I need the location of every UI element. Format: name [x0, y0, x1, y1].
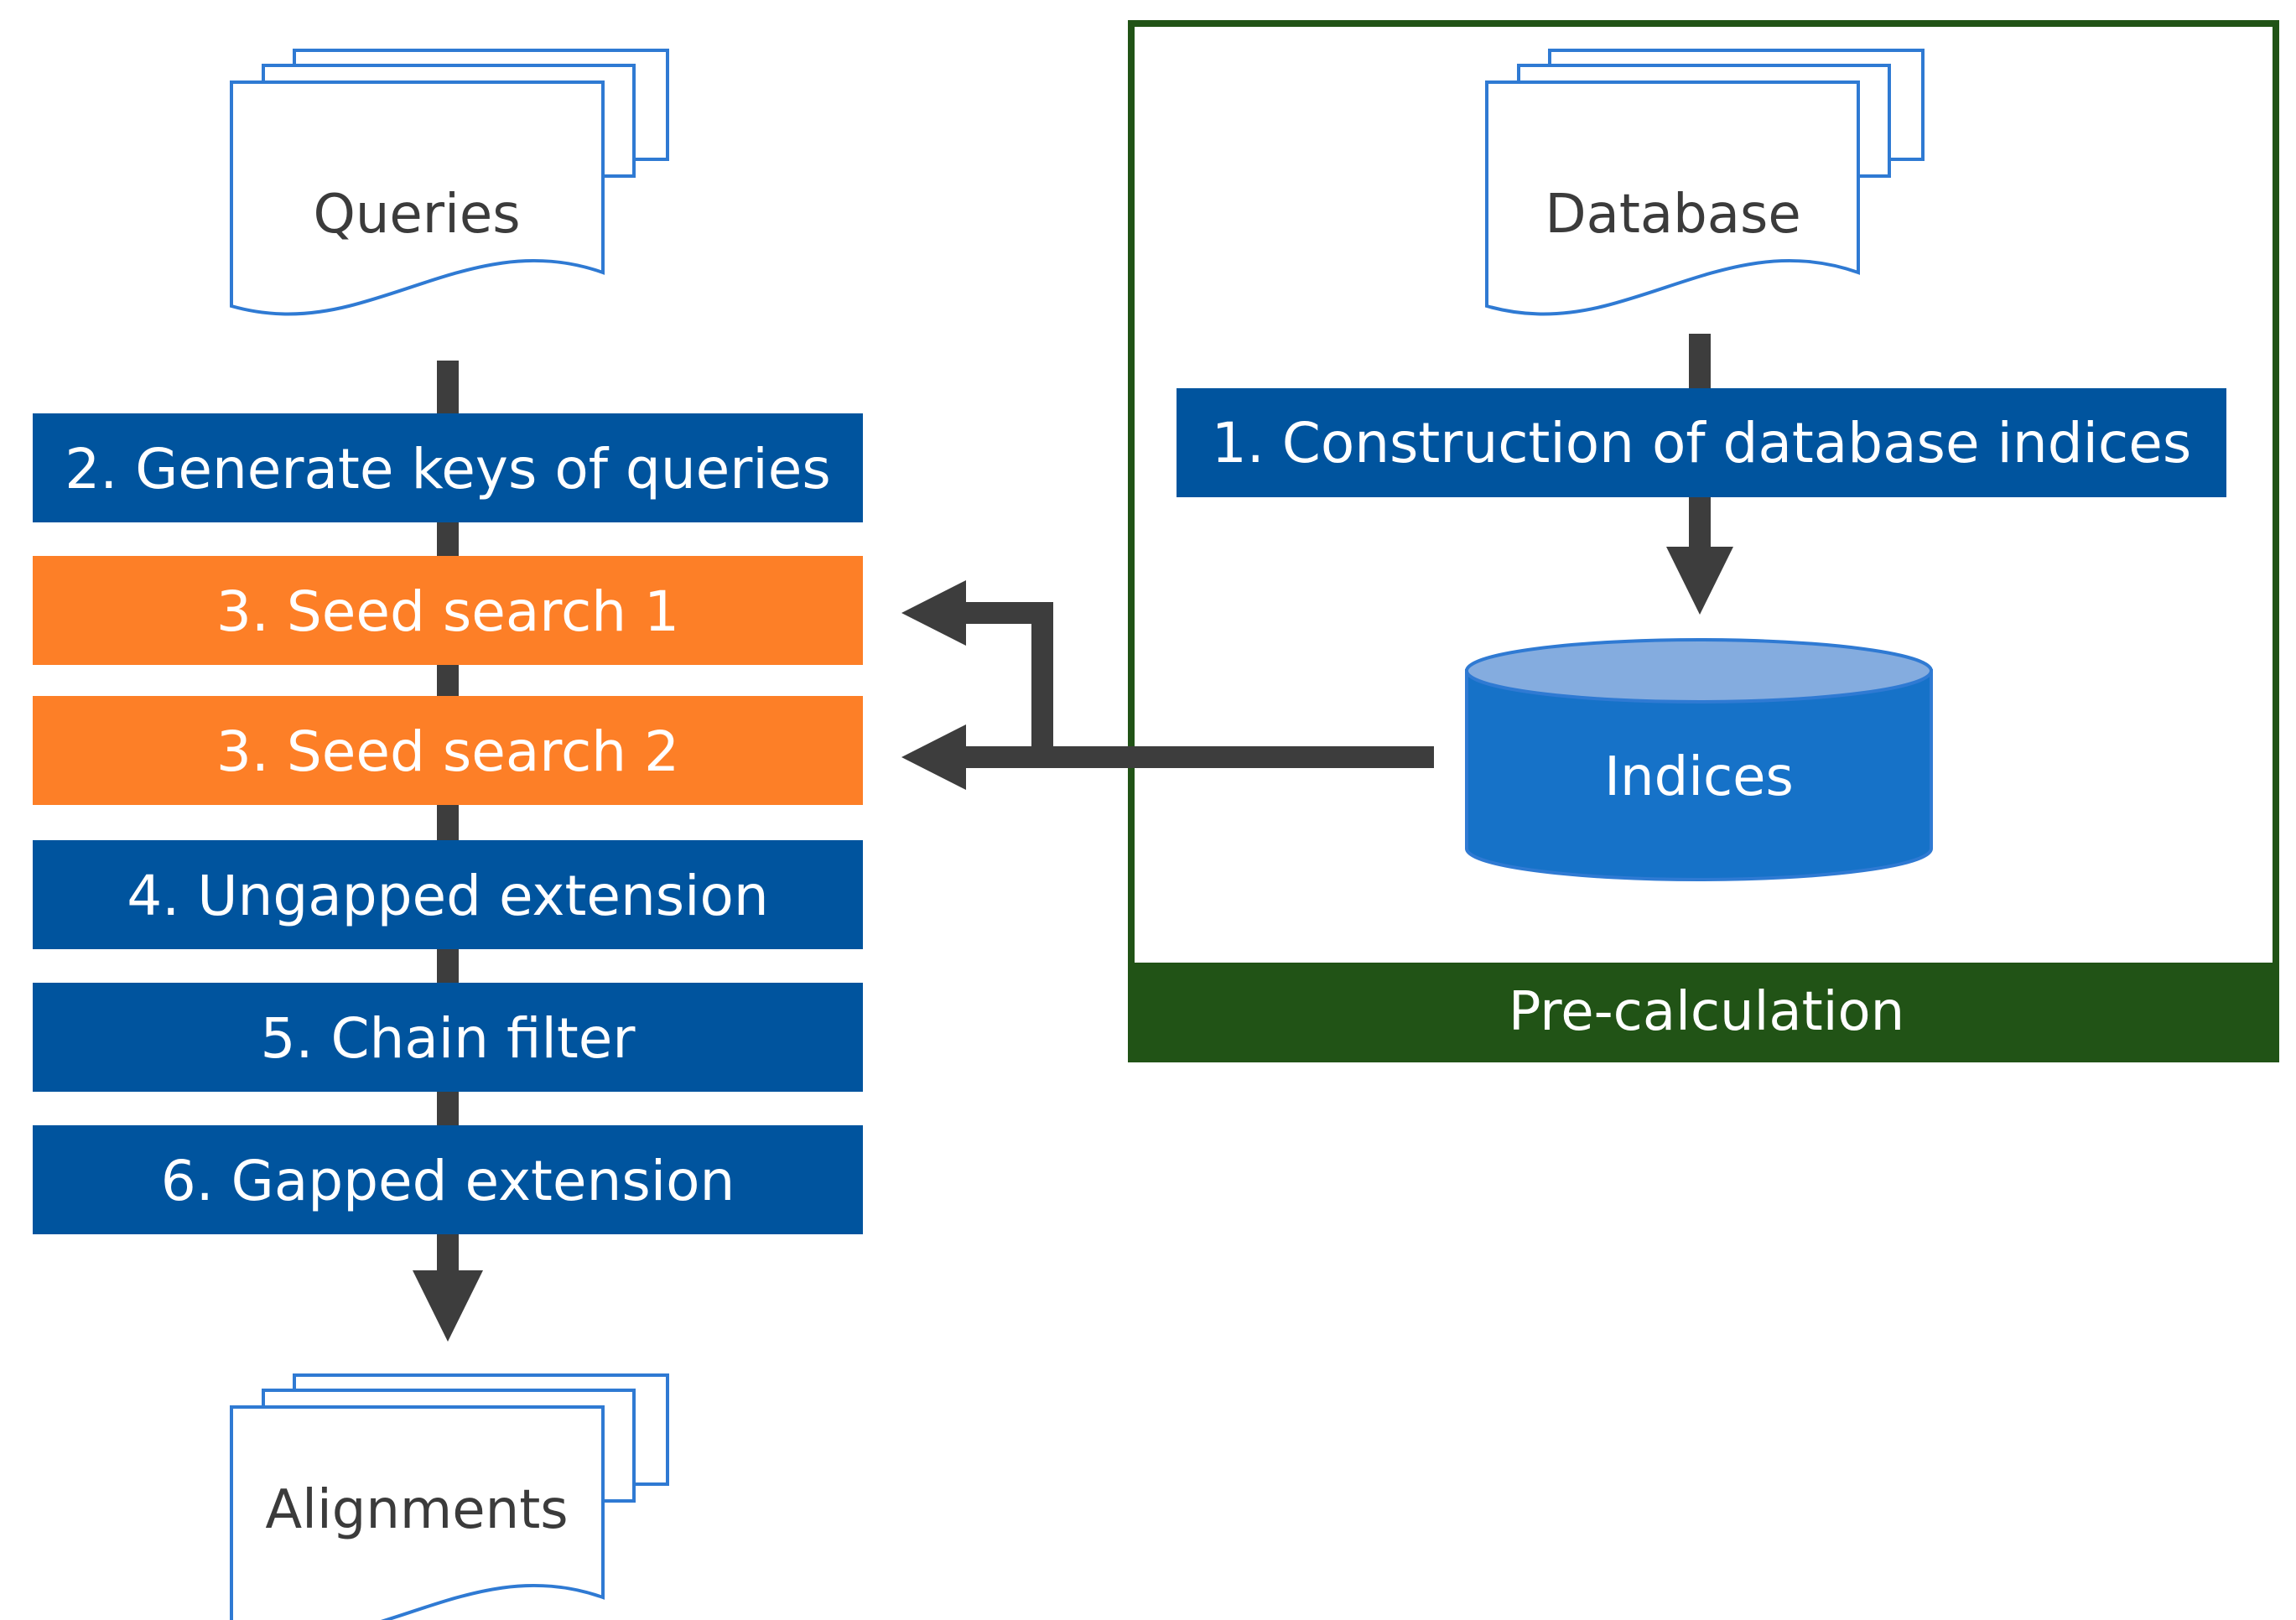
seed-search-1-arrowhead — [901, 580, 966, 646]
alignments-document-label: Alignments — [265, 1479, 568, 1541]
seed-search-2-arrowhead — [901, 724, 966, 790]
feed-horizontal-shaft — [943, 746, 1434, 768]
step-seed-search-1: 3. Seed search 1 — [33, 556, 863, 665]
step-ungapped-extension: 4. Ungapped extension — [33, 840, 863, 949]
database-document: Database — [1485, 49, 1925, 316]
step-seed-search-2-label: 3. Seed search 2 — [216, 719, 679, 784]
precalculation-title: Pre-calculation — [1509, 981, 1904, 1043]
step-seed-search-2: 3. Seed search 2 — [33, 696, 863, 805]
precalculation-frame: Pre-calculation — [1128, 20, 2279, 1062]
step-construction-indices-label: 1. Construction of database indices — [1212, 411, 2191, 475]
database-connector — [1689, 334, 1711, 392]
precalculation-title-bar — [1128, 963, 2279, 1062]
index-feed-arrows — [901, 580, 1434, 790]
feed-vertical-riser — [1031, 602, 1053, 768]
step-gapped-extension: 6. Gapped extension — [33, 1125, 863, 1234]
pipeline-output-arrowhead — [413, 1270, 483, 1342]
database-document-label: Database — [1545, 184, 1800, 246]
step-chain-filter-label: 5. Chain filter — [261, 1006, 636, 1071]
alignments-document: Alignments — [230, 1373, 669, 1620]
step-ungapped-extension-label: 4. Ungapped extension — [127, 864, 768, 928]
queries-document-label: Queries — [313, 184, 520, 246]
step-generate-keys: 2. Generate keys of queries — [33, 413, 863, 522]
indices-store: Indices — [1465, 638, 1933, 881]
construction-to-indices-arrowhead — [1666, 547, 1733, 615]
step-seed-search-1-label: 3. Seed search 1 — [216, 579, 679, 644]
construction-to-indices-shaft — [1689, 497, 1711, 549]
queries-document: Queries — [230, 49, 669, 316]
step-chain-filter: 5. Chain filter — [33, 983, 863, 1092]
step-generate-keys-label: 2. Generate keys of queries — [65, 437, 830, 501]
step-gapped-extension-label: 6. Gapped extension — [161, 1149, 735, 1213]
step-construction-indices: 1. Construction of database indices — [1177, 388, 2226, 497]
indices-store-label: Indices — [1604, 746, 1794, 808]
